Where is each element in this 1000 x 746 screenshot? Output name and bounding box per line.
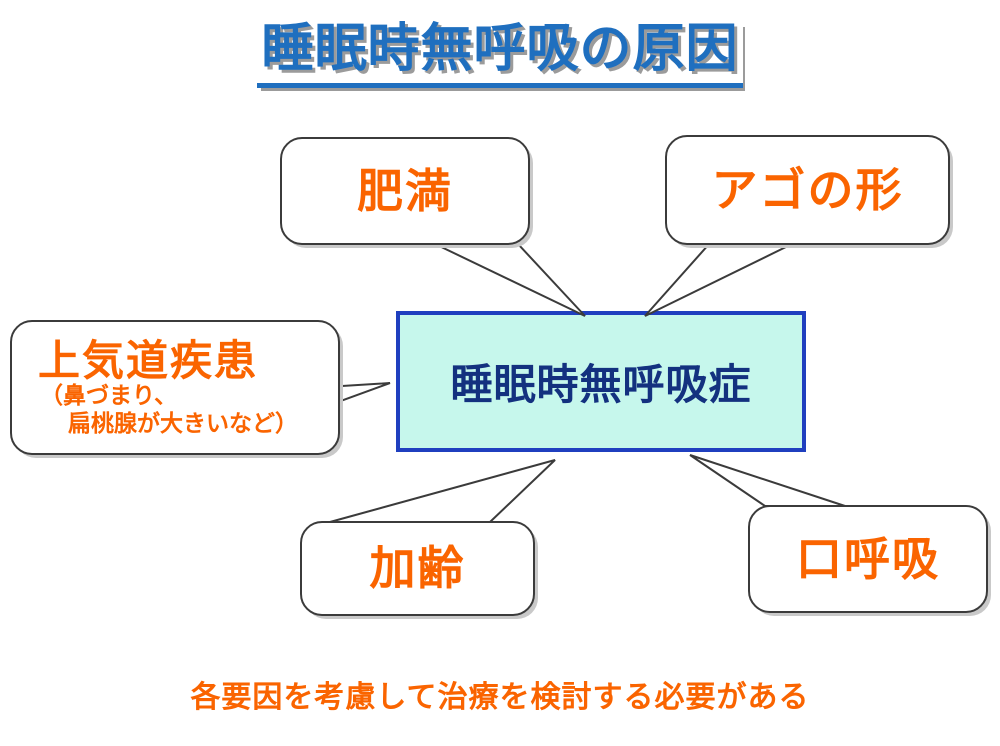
- factor-label-upper-airway-disease: 上気道疾患: [38, 335, 259, 385]
- factor-label-obesity: 肥満: [357, 163, 453, 218]
- slide-caption: 各要因を考慮して治療を検討する必要がある: [190, 680, 810, 715]
- connector-obesity: [432, 242, 586, 317]
- factor-detail-line2-upper-airway-disease: 扁桃腺が大きいなど）: [68, 410, 298, 437]
- factor-bubble-mouth-breathing[interactable]: 口呼吸: [748, 505, 988, 613]
- factor-bubble-upper-airway-disease[interactable]: 上気道疾患 （鼻づまり、 扁桃腺が大きいなど）: [10, 320, 340, 455]
- central-node-sleep-apnea: 睡眠時無呼吸症: [396, 311, 806, 452]
- factor-bubble-jaw-shape[interactable]: アゴの形: [665, 135, 950, 245]
- factor-detail-line1-upper-airway-disease: （鼻づまり、: [40, 382, 178, 409]
- factor-label-jaw-shape: アゴの形: [711, 162, 904, 217]
- central-node-label: 睡眠時無呼吸症: [450, 360, 752, 409]
- connector-mouth-breathing: [689, 454, 846, 507]
- factor-label-aging: 加齢: [369, 541, 466, 596]
- slide-title-text: 睡眠時無呼吸の原因: [257, 22, 743, 88]
- connector-jaw-shape: [644, 241, 791, 317]
- factor-label-mouth-breathing: 口呼吸: [796, 531, 940, 586]
- connector-aging: [329, 459, 556, 523]
- factor-bubble-obesity[interactable]: 肥満: [280, 137, 530, 245]
- factor-bubble-aging[interactable]: 加齢: [300, 521, 535, 616]
- slide-title: 睡眠時無呼吸の原因: [0, 22, 1000, 88]
